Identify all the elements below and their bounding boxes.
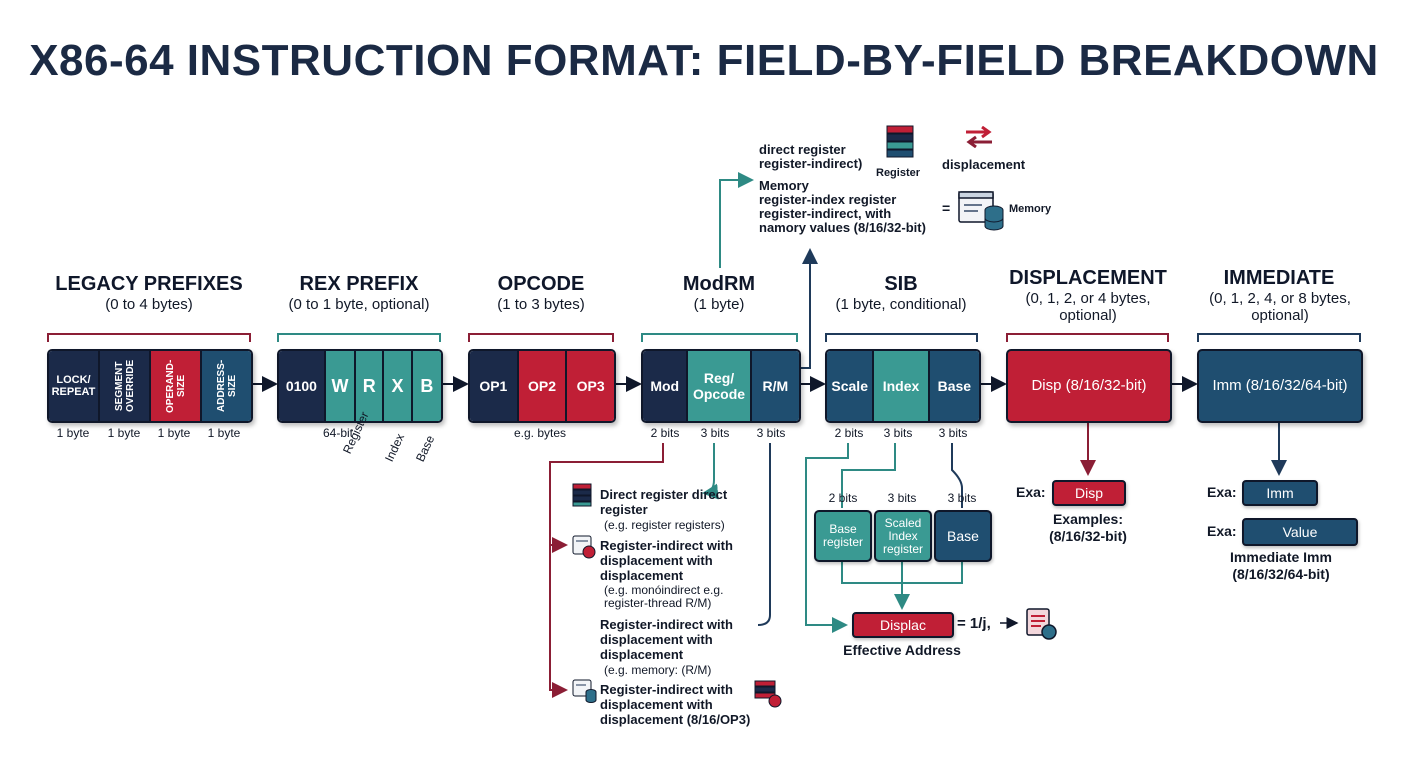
top-mode-line-5: register-indirect, with [759, 206, 892, 221]
mode-1-note: (e.g. register registers) [604, 518, 725, 532]
displacement-box: Disp (8/16/32-bit) [1006, 349, 1172, 423]
immediate-header: IMMEDIATE [1223, 267, 1335, 289]
mode-2-title: Register-indirect with displacement with… [600, 538, 733, 583]
mode-2-note: (e.g. monóindirect e.g. register-thread … [604, 583, 724, 610]
register-stack-small-icon [754, 680, 782, 708]
memory-icon [958, 190, 1006, 232]
effective-address-formula: = 1/j, [957, 615, 991, 632]
sib-sub-bits-2: 3 bits [887, 491, 917, 505]
base-bits: 3 bits [938, 426, 968, 440]
mode-3-note: (e.g. memory: (R/M) [604, 663, 712, 677]
displacement-exa-label: Exa: [1016, 484, 1046, 500]
rm-bits: 3 bits [756, 426, 786, 440]
address-size-cell: ADDRESS- SIZE [202, 351, 251, 421]
operand-size-label: OPERAND- SIZE [164, 359, 187, 413]
modrm-subheader: (1 byte) [693, 296, 745, 313]
page-title: X86-64 INSTRUCTION FORMAT: FIELD-BY-FIEL… [29, 36, 1379, 85]
top-mode-line-4: register-index register [759, 192, 897, 207]
opcode-header: OPCODE [497, 273, 585, 295]
scaled-index-register-box: Scaled Index register [874, 510, 932, 562]
modrm-header: ModRM [682, 273, 756, 295]
displacement-icon-label: displacement [942, 157, 1026, 172]
memory-result-icon [1025, 607, 1057, 640]
index-cell: Index [874, 351, 930, 421]
reg-bits: 3 bits [700, 426, 730, 440]
rex-prefix-group: 0100 W R X B [277, 349, 443, 423]
base-register-box: Base register [814, 510, 872, 562]
immediate-exa2-value: Value [1242, 518, 1358, 546]
scale-cell: Scale [827, 351, 875, 421]
sib-sub-bits-3: 3 bits [947, 491, 977, 505]
rex-64bit-label: 64-bit [322, 426, 354, 440]
immediate-exa1-label: Exa: [1207, 484, 1237, 500]
reg-opcode-cell: Reg/ Opcode [688, 351, 752, 421]
mod-cell: Mod [643, 351, 689, 421]
mode-1-title: Direct register direct register [600, 487, 728, 517]
legacy-size-2: 1 byte [107, 426, 141, 440]
segment-override-cell: SEGMENT OVERRIDE [100, 351, 151, 421]
memory-database-icon [572, 679, 598, 703]
top-mode-line-3: Memory [759, 178, 809, 193]
modrm-group: Mod Reg/ Opcode R/M [641, 349, 801, 423]
displacement-subheader: (0, 1, 2, or 4 bytes, optional) [1025, 290, 1151, 324]
legacy-size-1: 1 byte [56, 426, 90, 440]
opcode-group: OP1 OP2 OP3 [468, 349, 616, 423]
immediate-caption: Immediate Imm (8/16/32/64-bit) [1230, 549, 1332, 582]
register-stack-icon [572, 483, 592, 507]
sib-sub-bits-1: 2 bits [828, 491, 858, 505]
memory-icon-label: Memory [1009, 203, 1052, 215]
displacement-examples: Examples: (8/16/32-bit) [1049, 511, 1127, 544]
rex-fixed-cell: 0100 [279, 351, 326, 421]
index-bits: 3 bits [883, 426, 913, 440]
sib-group: Scale Index Base [825, 349, 981, 423]
opcode-note: e.g. bytes [513, 426, 567, 440]
rex-w-cell: W [325, 351, 357, 421]
rex-subheader: (0 to 1 byte, optional) [288, 296, 430, 313]
address-size-label: ADDRESS- SIZE [215, 359, 238, 413]
top-mode-line-1: direct register [759, 142, 846, 157]
register-icon-label: Register [876, 167, 921, 179]
legacy-prefix-group: LOCK/ REPEAT SEGMENT OVERRIDE OPERAND- S… [47, 349, 253, 423]
operand-size-cell: OPERAND- SIZE [151, 351, 202, 421]
memory-equals: = [942, 200, 951, 216]
effective-address-label: Effective Address [843, 642, 961, 658]
rex-x-cell: X [384, 351, 413, 421]
mode-4-title: Register-indirect with displacement with… [600, 682, 751, 727]
mod-bits: 2 bits [650, 426, 680, 440]
immediate-subheader: (0, 1, 2, 4, or 8 bytes, optional) [1209, 290, 1351, 324]
op3-cell: OP3 [567, 351, 614, 421]
top-mode-line-2: register-indirect) [759, 156, 863, 171]
rex-header: REX PREFIX [299, 273, 419, 295]
sib-subheader: (1 byte, conditional) [835, 296, 967, 313]
displac-box: Displac [852, 612, 954, 638]
immediate-box: Imm (8/16/32/64-bit) [1197, 349, 1363, 423]
lock-repeat-cell: LOCK/ REPEAT [49, 351, 100, 421]
top-mode-line-6: namory values (8/16/32-bit) [759, 220, 926, 235]
immediate-exa1-value: Imm [1242, 480, 1318, 506]
mode-3-title: Register-indirect with displacement with… [600, 617, 733, 662]
rex-r-cell: R [356, 351, 385, 421]
displacement-header: DISPLACEMENT [1009, 267, 1167, 289]
indirect-memory-icon [572, 535, 596, 559]
sib-header: SIB [884, 273, 918, 295]
base-cell: Base [929, 351, 979, 421]
legacy-size-4: 1 byte [207, 426, 241, 440]
register-icon [886, 125, 916, 165]
legacy-header: LEGACY PREFIXES [55, 273, 243, 295]
scale-bits: 2 bits [834, 426, 864, 440]
displacement-exa-value: Disp [1052, 480, 1126, 506]
legacy-size-3: 1 byte [157, 426, 191, 440]
opcode-subheader: (1 to 3 bytes) [497, 296, 585, 313]
op1-cell: OP1 [470, 351, 519, 421]
rex-b-cell: B [412, 351, 441, 421]
rm-cell: R/M [751, 351, 799, 421]
sib-base-box: Base [934, 510, 992, 562]
segment-override-label: SEGMENT OVERRIDE [113, 359, 136, 413]
immediate-exa2-label: Exa: [1207, 523, 1237, 539]
op2-cell: OP2 [518, 351, 568, 421]
legacy-subheader: (0 to 4 bytes) [105, 296, 193, 313]
swap-arrows-icon [962, 125, 996, 149]
